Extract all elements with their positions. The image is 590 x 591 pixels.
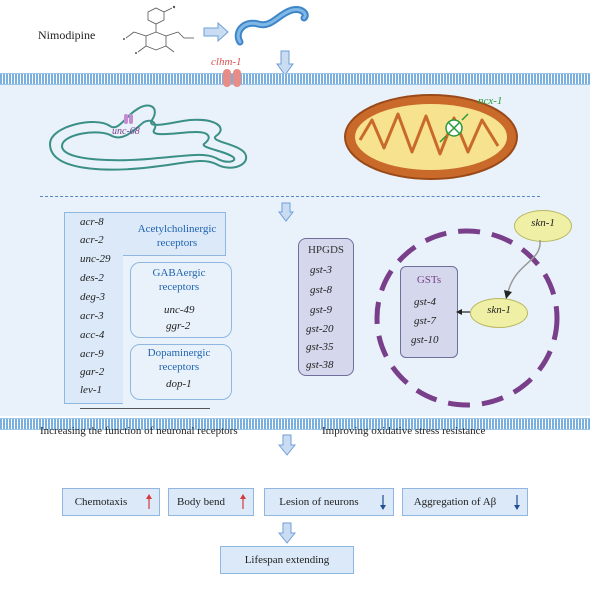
hpgds-gene: gst-9 — [310, 304, 332, 316]
hpgds-gene: gst-3 — [310, 264, 332, 276]
outcome-abeta: Aggregation of Aβ — [402, 488, 528, 516]
receptor-gene: deg-3 — [80, 291, 106, 303]
membrane-bottom — [0, 418, 590, 430]
right-arrow-icon — [203, 22, 229, 42]
hpgds-box — [298, 238, 354, 376]
pathway-arrows — [456, 239, 541, 315]
gsts-gene: gst-7 — [414, 315, 436, 327]
down-arrow-icon — [276, 50, 294, 76]
outcome-label: Lesion of neurons — [279, 496, 359, 508]
nimodipine-structure-icon — [123, 5, 194, 54]
skn1-outer-label: skn-1 — [531, 217, 555, 229]
mito-exchanger-label: ncx-1 — [478, 95, 503, 107]
outcome-label: Aggregation of Aβ — [413, 496, 497, 508]
oxidative-caption: Improving oxidative stress resistance — [322, 425, 486, 437]
outcome-label: Chemotaxis — [74, 496, 128, 508]
lifespan-label: Lifespan extending — [244, 554, 330, 566]
outcome-label: Body bend — [177, 496, 225, 508]
acetylcholine-label: Acetylcholinergic receptors — [137, 223, 217, 249]
hpgds-gene: gst-20 — [306, 323, 334, 335]
up-arrow-icon — [146, 494, 152, 509]
gaba-box — [130, 262, 232, 338]
gaba-label: GABAergic receptors — [152, 267, 206, 293]
gaba-gene: ggr-2 — [166, 320, 191, 332]
calcium-channel-icon — [223, 69, 241, 87]
receptor-gene: acc-4 — [80, 329, 105, 341]
er-channel-label: unc-68 — [112, 126, 140, 137]
membrane-top — [0, 73, 590, 85]
hpgds-title: HPGDS — [307, 244, 345, 256]
skn1-inner-oval — [470, 298, 528, 328]
down-arrow-icon — [278, 522, 296, 544]
receptor-gene: acr-9 — [80, 348, 104, 360]
dopamine-box — [130, 344, 232, 400]
hpgds-gene: gst-38 — [306, 359, 334, 371]
worm-icon — [234, 6, 309, 46]
endoplasmic-reticulum-icon — [48, 104, 248, 171]
receptor-gene: gar-2 — [80, 366, 105, 378]
outcome-lesion: Lesion of neurons — [264, 488, 394, 516]
mitochondrion-icon — [344, 94, 518, 180]
receptor-gene: acr-3 — [80, 310, 104, 322]
channel-label: clhm-1 — [211, 56, 242, 68]
gaba-gene: unc-49 — [164, 304, 195, 316]
receptor-gene: acr-8 — [80, 216, 104, 228]
receptor-caption: Increasing the function of neuronal rece… — [40, 425, 238, 437]
dopamine-label: Dopaminergic receptors — [147, 347, 211, 373]
receptor-bracket — [80, 408, 210, 409]
receptor-gene: des-2 — [80, 272, 104, 284]
up-arrow-icon — [240, 494, 246, 509]
hpgds-gene: gst-8 — [310, 284, 332, 296]
outcome-body-bend: Body bend — [168, 488, 254, 516]
receptor-gene: unc-29 — [80, 253, 111, 265]
skn1-inner-label: skn-1 — [487, 304, 511, 316]
down-arrow-icon — [278, 434, 296, 456]
receptor-gene: acr-2 — [80, 234, 104, 246]
gsts-gene: gst-4 — [414, 296, 436, 308]
divider-line — [40, 196, 540, 197]
drug-label: Nimodipine — [38, 28, 96, 42]
outcome-chemotaxis: Chemotaxis — [62, 488, 160, 516]
gsts-title: GSTs — [416, 274, 442, 286]
hpgds-gene: gst-35 — [306, 341, 334, 353]
down-arrow-icon — [514, 495, 520, 510]
dopamine-gene: dop-1 — [166, 378, 192, 390]
receptor-gene: lev-1 — [80, 384, 102, 396]
nucleus-outline-icon — [374, 228, 560, 408]
gsts-gene: gst-10 — [411, 334, 439, 346]
box-join — [65, 213, 190, 253]
skn1-outer-oval — [514, 210, 572, 242]
down-arrow-icon — [380, 495, 386, 510]
down-arrow-icon — [278, 202, 294, 222]
lifespan-box: Lifespan extending — [220, 546, 354, 574]
